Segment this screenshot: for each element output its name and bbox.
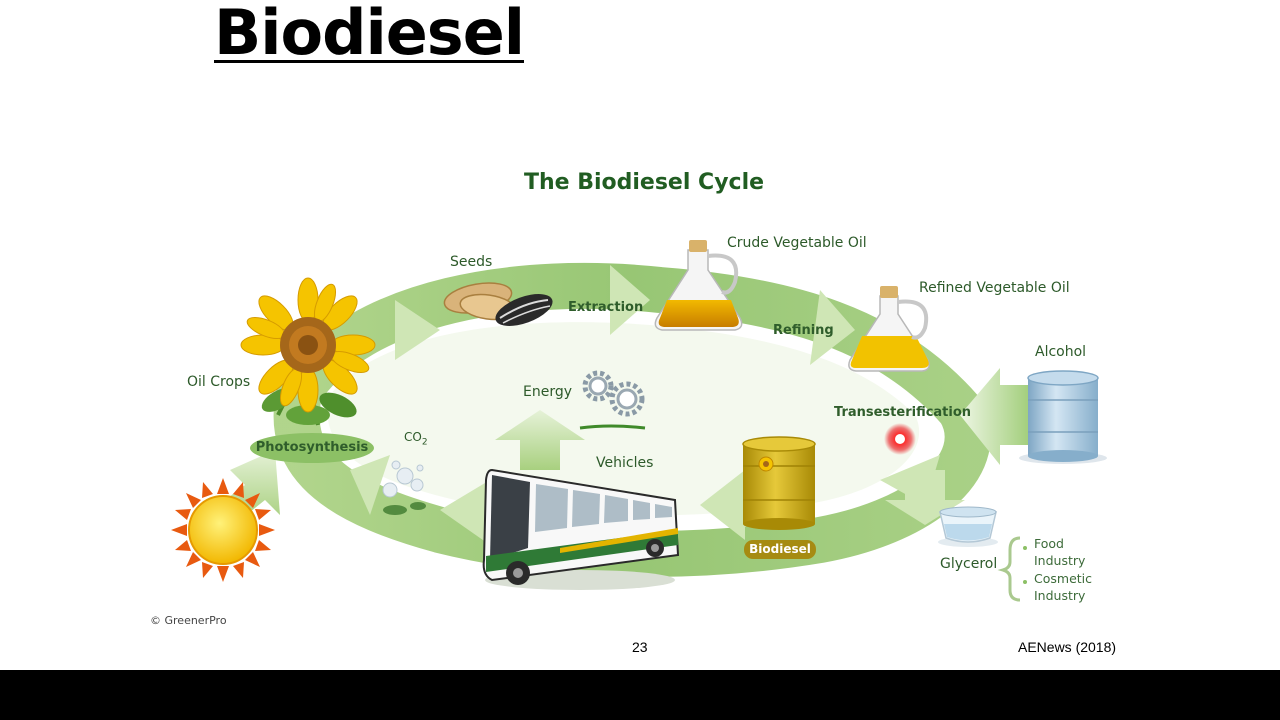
label-transesterification: Transesterification: [834, 405, 972, 420]
label-extraction: Extraction: [568, 300, 644, 315]
co2-smoke-icon: [383, 502, 426, 515]
slide: Biodiesel The Biodiesel Cycle: [0, 0, 1280, 670]
label-refining: Refining: [773, 323, 834, 338]
label-glycerol: Glycerol: [940, 556, 998, 572]
alcohol-barrel-icon: [1019, 370, 1107, 464]
seeds-icon: [443, 282, 553, 326]
arrow-refining: [810, 290, 855, 365]
arrow-to-biodiesel: [700, 470, 745, 540]
co2-base: CO: [404, 430, 422, 444]
co2-subscript: 2: [421, 437, 428, 448]
citation: AENews (2018): [1018, 639, 1117, 655]
label-food-industry: Industry: [1034, 553, 1086, 568]
label-co2: CO2: [404, 430, 428, 447]
label-oil-crops: Oil Crops: [187, 374, 251, 390]
label-seeds: Seeds: [450, 254, 493, 270]
diagram-title: The Biodiesel Cycle: [523, 170, 765, 195]
biodiesel-cycle-diagram: [171, 240, 1107, 602]
co2-bubbles-icon: [382, 460, 424, 498]
refined-oil-jug-icon: [848, 286, 930, 372]
label-food: Food: [1034, 536, 1064, 551]
label-biodiesel: Biodiesel: [749, 542, 811, 556]
arrow-to-seeds: [395, 300, 440, 360]
label-cosmetic: Cosmetic: [1034, 571, 1093, 586]
bullet-cosmetic: [1023, 580, 1027, 584]
arrow-co2-up: [350, 455, 390, 515]
label-alcohol: Alcohol: [1035, 344, 1087, 360]
photosynthesis-pill: [250, 433, 374, 463]
bullet-food: [1023, 546, 1027, 550]
glycerol-bowl-icon: [938, 506, 998, 547]
sun-icon: [171, 478, 275, 582]
bus-icon: [482, 468, 680, 590]
crude-oil-jug-icon: [654, 240, 743, 331]
glycerol-bracket: [997, 536, 1021, 602]
biodiesel-barrel-icon: [742, 436, 816, 530]
alcohol-arrow: [960, 368, 1035, 465]
label-energy: Energy: [523, 384, 573, 400]
label-refined-oil: Refined Vegetable Oil: [919, 280, 1070, 296]
biodiesel-label-pill: [744, 540, 816, 559]
energy-arrow: [495, 410, 585, 470]
label-photosynthesis: Photosynthesis: [255, 440, 369, 455]
arrow-extraction: [610, 265, 650, 335]
label-crude-oil: Crude Vegetable Oil: [727, 235, 867, 251]
bottom-black-bar: [0, 670, 1280, 720]
laser-pointer-center: [895, 434, 905, 444]
gears-icon: [579, 370, 646, 430]
label-vehicles: Vehicles: [596, 455, 654, 471]
label-cosmetic-industry: Industry: [1034, 588, 1086, 603]
sunflower-icon: [240, 277, 376, 426]
copyright: © GreenerPro: [150, 614, 227, 627]
arrow-to-co2: [440, 480, 490, 545]
slide-title: Biodiesel: [214, 0, 525, 69]
page-number: 23: [632, 639, 648, 655]
